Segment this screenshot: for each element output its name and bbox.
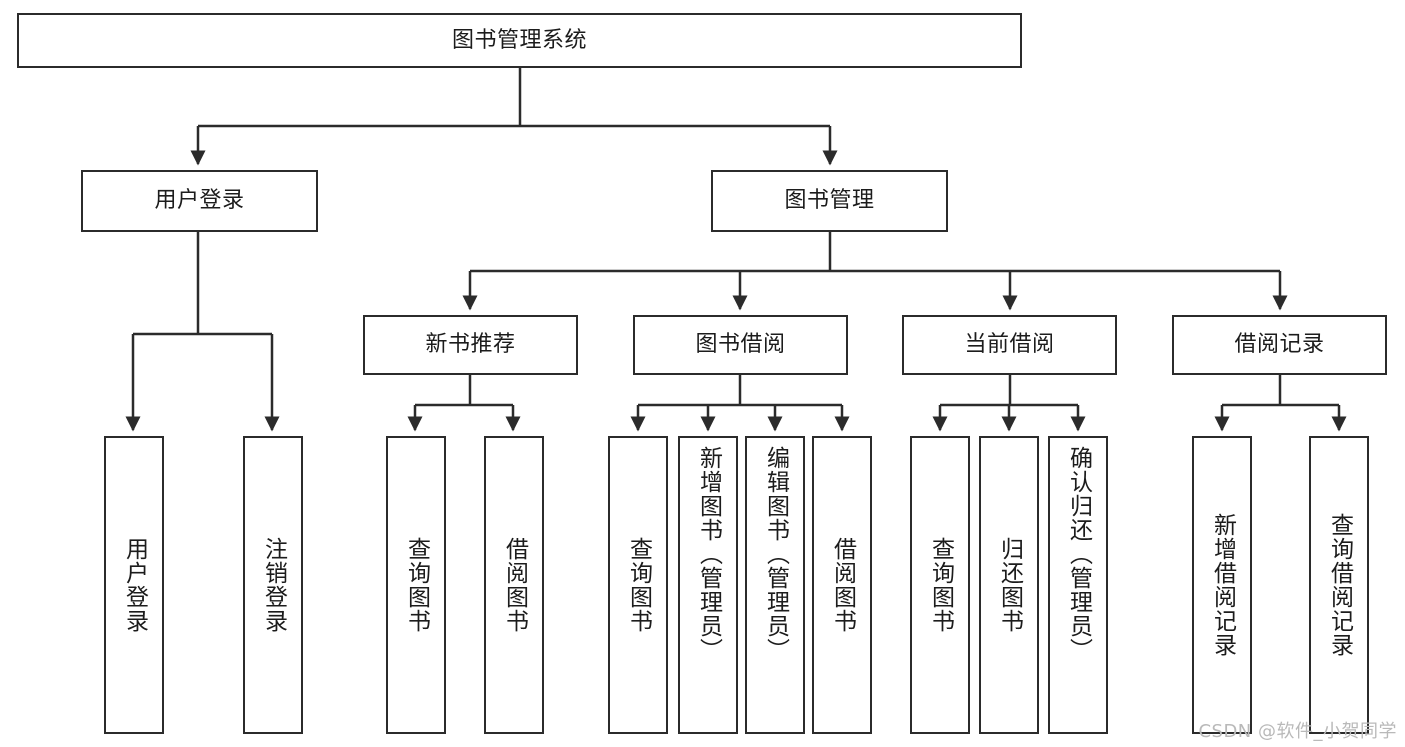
watermark-credit: CSDN @软件_小贺同学 (1198, 721, 1397, 742)
node-leaf-book-borrow-add[interactable]: 新增图书（管理员） (678, 436, 738, 734)
node-label: 确认归还（管理员） (1065, 446, 1092, 662)
node-label: 注销登录 (260, 537, 287, 633)
node-borrow-record[interactable]: 借阅记录 (1172, 315, 1387, 375)
node-label: 查询借阅记录 (1326, 513, 1353, 657)
node-label: 新增借阅记录 (1209, 513, 1236, 657)
node-leaf-book-borrow-query[interactable]: 查询图书 (608, 436, 668, 734)
node-label: 当前借阅 (964, 332, 1055, 358)
node-new-book-recommend[interactable]: 新书推荐 (363, 315, 578, 375)
node-label: 新增图书（管理员） (695, 446, 722, 662)
node-leaf-user-login-signin[interactable]: 用户登录 (104, 436, 164, 734)
node-label: 查询图书 (927, 537, 954, 633)
node-leaf-current-borrow-return[interactable]: 归还图书 (979, 436, 1039, 734)
node-user-login[interactable]: 用户登录 (81, 170, 318, 232)
node-label: 编辑图书（管理员） (762, 446, 789, 662)
node-label: 用户登录 (121, 537, 148, 633)
node-leaf-record-add[interactable]: 新增借阅记录 (1192, 436, 1252, 734)
node-leaf-record-query[interactable]: 查询借阅记录 (1309, 436, 1369, 734)
node-current-borrow[interactable]: 当前借阅 (902, 315, 1117, 375)
node-leaf-new-book-query[interactable]: 查询图书 (386, 436, 446, 734)
node-leaf-user-login-signout[interactable]: 注销登录 (243, 436, 303, 734)
node-label: 借阅图书 (829, 537, 856, 633)
node-label: 归还图书 (996, 537, 1023, 633)
node-leaf-new-book-borrow[interactable]: 借阅图书 (484, 436, 544, 734)
node-book-borrow[interactable]: 图书借阅 (633, 315, 848, 375)
node-root-system[interactable]: 图书管理系统 (17, 13, 1022, 68)
node-label: 查询图书 (625, 537, 652, 633)
node-label: 借阅记录 (1234, 332, 1325, 358)
node-label: 用户登录 (154, 188, 245, 214)
node-leaf-book-borrow-borrow[interactable]: 借阅图书 (812, 436, 872, 734)
node-leaf-current-borrow-confirm[interactable]: 确认归还（管理员） (1048, 436, 1108, 734)
node-label: 查询图书 (403, 537, 430, 633)
node-label: 借阅图书 (501, 537, 528, 633)
node-leaf-book-borrow-edit[interactable]: 编辑图书（管理员） (745, 436, 805, 734)
node-book-management[interactable]: 图书管理 (711, 170, 948, 232)
node-leaf-current-borrow-query[interactable]: 查询图书 (910, 436, 970, 734)
node-label: 图书管理 (784, 188, 875, 214)
node-label: 图书管理系统 (451, 27, 587, 53)
node-label: 图书借阅 (695, 332, 786, 358)
node-label: 新书推荐 (425, 332, 516, 358)
